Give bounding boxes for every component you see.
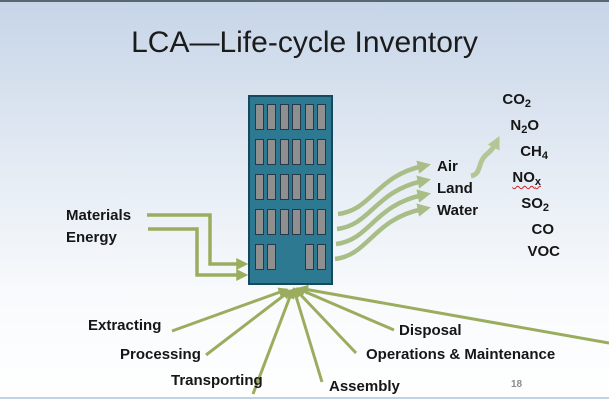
materials-label: Materials [66,207,132,224]
building-window [267,174,277,200]
stage-label-disposal: Disposal [399,322,462,339]
building-window [255,104,264,130]
building-window [316,174,326,200]
building-window [279,139,289,165]
building-window [267,104,277,130]
emission-subscript: 4 [541,150,548,162]
building-window [292,104,302,130]
building-window [255,139,264,165]
emission-text: CO [502,91,525,108]
building-window [316,244,326,270]
building-window [292,209,302,235]
building-graphic [248,95,333,285]
emission-item: N2O [502,115,560,141]
inputs-labels: Materials Energy [66,205,131,249]
outputs-labels: Air Land Water [437,156,478,222]
processing-arrow [205,289,292,357]
emission-text: CO [531,221,555,238]
emission-item: CO [502,219,560,241]
slide-title: LCA—Life-cycle Inventory [131,26,478,59]
land-label: Land [437,180,473,197]
stage-label-operations-maintenance: Operations & Maintenance [366,346,556,363]
building-window [304,209,314,235]
building-window [292,174,302,200]
emission-subscript: 2 [521,124,528,136]
air-label: Air [437,158,458,175]
assembly-arrow [291,287,324,383]
energy-input-arrow [148,227,249,281]
stage-label-transporting: Transporting [171,372,263,389]
emission-text: NO [512,169,535,186]
building-window-row [255,104,326,130]
emission-text: O [527,117,539,134]
building-window [255,174,264,200]
building-window-row [255,209,326,235]
building-window [267,209,277,235]
building-window [316,104,326,130]
footer-divider [0,397,609,399]
operations-maintenance-arrow [293,287,358,355]
building-window-row [255,139,326,165]
energy-label: Energy [66,229,117,246]
building-window [279,174,289,200]
stage-label-extracting: Extracting [88,317,162,334]
emission-subscript: x [534,176,541,188]
page-number: 18 [511,379,523,390]
building-window [267,244,277,270]
emission-subscript: 2 [542,202,549,214]
building-window [304,244,314,270]
emission-text: VOC [527,243,560,260]
building-window [304,139,314,165]
building-window [316,139,326,165]
materials-input-arrow [147,213,249,270]
water-label: Water [437,202,479,219]
emission-item: NOx [502,167,560,193]
output-curve-arrow-2 [336,175,431,232]
emission-subscript: 2 [524,98,531,110]
disposal-arrow [295,286,395,332]
building-window [267,139,277,165]
building-window [279,209,289,235]
building-window-row [255,174,326,200]
output-curve-arrow-1 [337,160,431,217]
emission-item: CH4 [502,141,560,167]
building-window [304,174,314,200]
building-window [292,139,302,165]
output-curve-arrow-4 [334,203,431,262]
building-window [304,104,314,130]
building-window-row [255,244,326,270]
output-curve-arrow-3 [335,189,431,247]
building-window [255,244,264,270]
emission-text: SO [521,195,543,212]
building-window [255,209,264,235]
stage-label-processing: Processing [120,346,201,363]
building-window [279,104,289,130]
extracting-arrow [171,287,289,333]
emission-text: CH [520,143,542,160]
building-window [316,209,326,235]
stage-label-assembly: Assembly [329,378,400,395]
emission-text: N [510,117,522,134]
emission-item: CO2 [502,89,560,115]
emission-item: SO2 [502,193,560,219]
emission-item: VOC [502,241,560,263]
